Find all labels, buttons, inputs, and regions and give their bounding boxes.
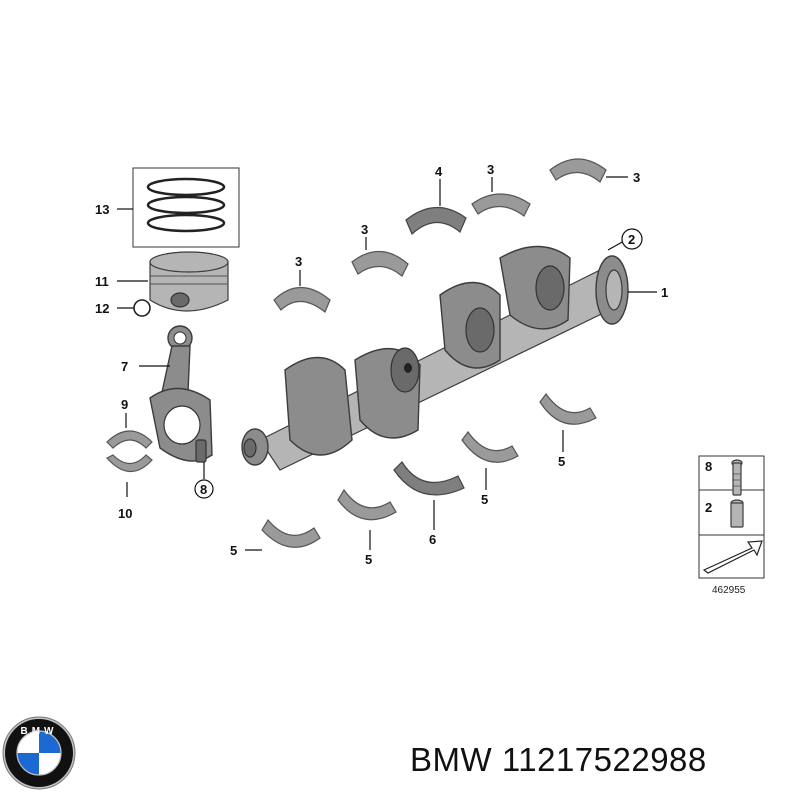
main-bearing-upper-4 <box>549 158 607 183</box>
callout-5c: 5 <box>481 492 488 507</box>
connecting-rod <box>149 325 213 463</box>
callout-12: 12 <box>95 301 109 316</box>
main-bearing-upper-1 <box>273 287 331 313</box>
callout-2-circle <box>621 228 643 250</box>
part-number: 11217522988 <box>501 741 707 778</box>
main-bearing-thrust-4 <box>405 206 467 236</box>
piston-rings <box>132 167 240 248</box>
callout-10: 10 <box>118 506 132 521</box>
crankshaft <box>241 245 629 471</box>
circlip <box>133 299 151 317</box>
conrod-bearing-upper <box>106 430 153 449</box>
direction-arrow-icon <box>702 540 763 574</box>
legend-box: 8 2 <box>698 455 765 579</box>
callout-9: 9 <box>121 397 128 412</box>
main-bearing-thrust-6 <box>393 461 465 496</box>
callout-3a: 3 <box>295 254 302 269</box>
callout-8-circle <box>194 479 214 499</box>
conrod-bearing-lower <box>106 454 153 473</box>
piston <box>149 251 229 312</box>
main-bearing-lower-2 <box>337 488 397 521</box>
callout-3d: 3 <box>633 170 640 185</box>
callout-7: 7 <box>121 359 128 374</box>
brand-name: BMW <box>410 741 493 778</box>
bolt-icon <box>731 459 743 496</box>
callout-1: 1 <box>661 285 668 300</box>
callout-6: 6 <box>429 532 436 547</box>
callout-11: 11 <box>95 274 109 289</box>
main-bearing-lower-3 <box>461 430 519 463</box>
callout-2: 2 <box>628 232 635 247</box>
main-bearing-upper-2 <box>351 250 409 277</box>
callout-5d: 5 <box>558 454 565 469</box>
callout-4: 4 <box>435 164 443 179</box>
legend-item-8: 8 <box>705 459 712 474</box>
diagram-number: 462955 <box>712 585 746 596</box>
part-number-caption: BMW 11217522988 <box>410 741 707 779</box>
bmw-logo: BMW <box>2 716 76 790</box>
callout-5a: 5 <box>230 543 237 558</box>
callout-8: 8 <box>200 482 207 497</box>
callout-5b: 5 <box>365 552 372 567</box>
legend-item-2: 2 <box>705 500 712 515</box>
dowel-pin-icon <box>730 499 744 528</box>
callout-13: 13 <box>95 202 109 217</box>
callout-3c: 3 <box>487 162 494 177</box>
callout-3b: 3 <box>361 222 368 237</box>
main-bearing-upper-3 <box>471 193 531 217</box>
main-bearing-lower-1 <box>261 518 321 548</box>
main-bearing-lower-4 <box>539 392 597 425</box>
svg-text:BMW: BMW <box>21 726 58 737</box>
